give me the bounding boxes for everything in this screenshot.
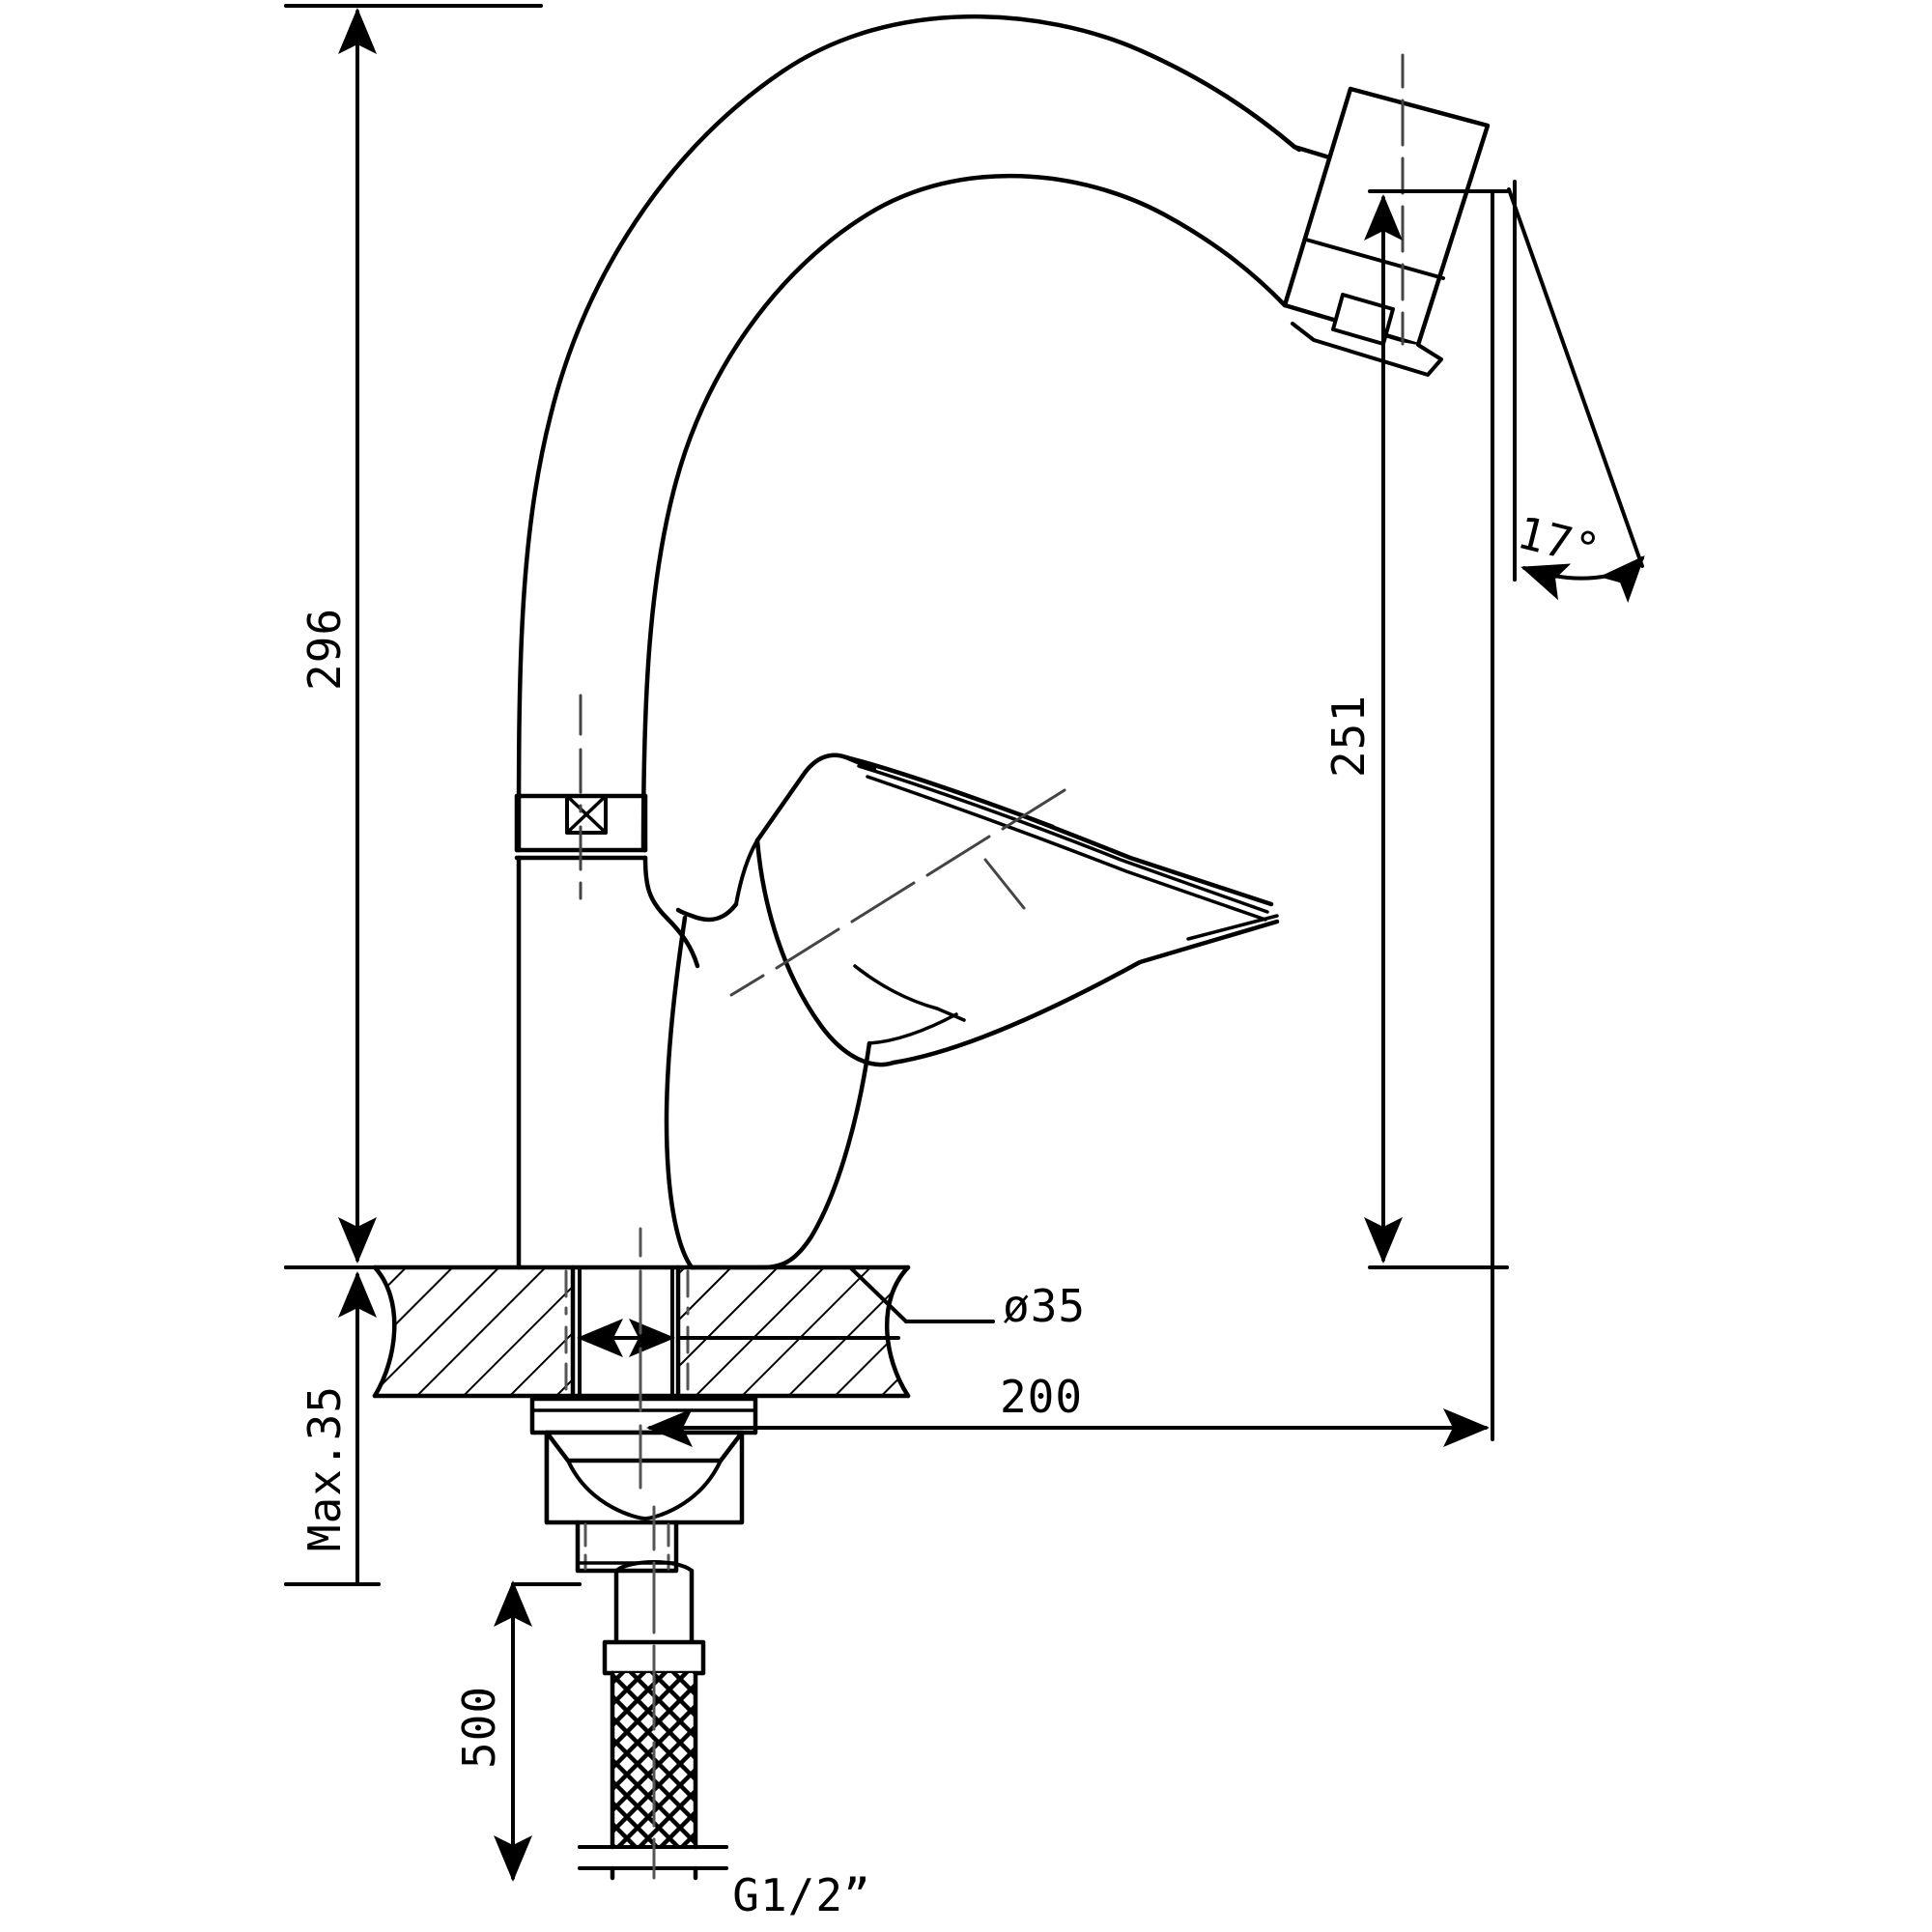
spout-reach-label: 200 bbox=[1000, 1371, 1083, 1423]
dimension-labels: 296 251 200 ø35 Max.35 500 17° G1/2” bbox=[298, 506, 1605, 1921]
counter-thickness-dimension bbox=[284, 1265, 381, 1586]
spout-reach-dimension bbox=[646, 189, 1494, 1447]
spout-height-dimension bbox=[1364, 189, 1509, 1269]
overall-height-label: 296 bbox=[298, 608, 351, 691]
mounting-hole-diameter bbox=[577, 1265, 995, 1357]
spout-height-label: 251 bbox=[1322, 695, 1375, 778]
lever-handle bbox=[675, 753, 1280, 1067]
counter-top-section bbox=[372, 1264, 911, 1399]
aerator-angle-dimension bbox=[1507, 180, 1645, 603]
hose-thread-spec-label: G1/2” bbox=[732, 1869, 870, 1921]
faucet-column bbox=[514, 694, 700, 1270]
hose-length-label: 500 bbox=[453, 1686, 505, 1769]
hose-length-dimension bbox=[494, 1580, 582, 1882]
counter-thickness-label: Max.35 bbox=[298, 1385, 351, 1551]
mounting-hole-diameter-label: ø35 bbox=[1003, 1280, 1086, 1332]
